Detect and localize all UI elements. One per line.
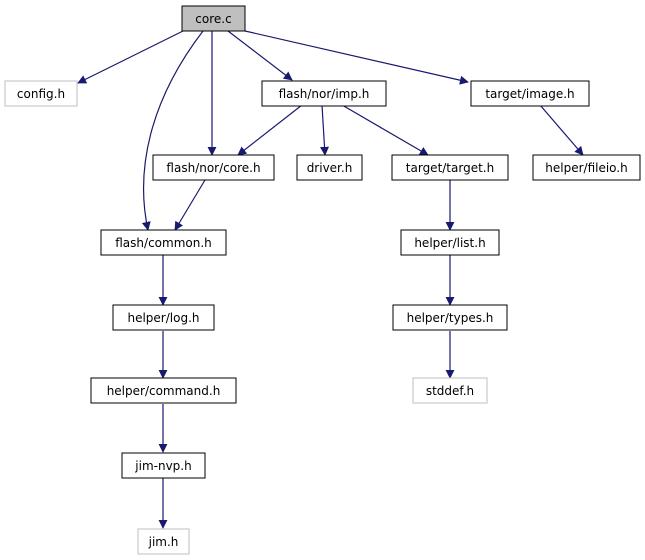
node-core-c[interactable]: core.c — [181, 5, 246, 32]
edge-imp-h-to-driver-h — [320, 104, 330, 156]
node-helper-types-h[interactable]: helper/types.h — [392, 304, 508, 331]
node-label: target/image.h — [485, 87, 574, 101]
node-config-h[interactable]: config.h — [4, 80, 78, 107]
node-label: helper/types.h — [407, 311, 494, 325]
edge-image-h-to-helper-fileio-h — [539, 104, 584, 156]
node-helper-list-h[interactable]: helper/list.h — [400, 229, 500, 256]
node-label: helper/fileio.h — [545, 161, 627, 175]
node-stddef-h[interactable]: stddef.h — [412, 377, 488, 404]
edge-flash-nor-core-h-to-flash-common-h — [174, 179, 206, 231]
node-flash-nor-core-h[interactable]: flash/nor/core.h — [152, 154, 275, 181]
edge-core-c-to-config-h — [77, 30, 184, 84]
node-label: flash/nor/core.h — [166, 161, 260, 175]
node-flash-common-h[interactable]: flash/common.h — [100, 229, 227, 256]
node-label: target/target.h — [406, 161, 494, 175]
node-driver-h[interactable]: driver.h — [296, 154, 363, 181]
node-label: jim.h — [148, 535, 179, 549]
node-label: helper/log.h — [127, 311, 199, 325]
edge-imp-h-to-target-target-h — [341, 104, 429, 156]
node-label: helper/command.h — [107, 384, 221, 398]
node-label: flash/common.h — [115, 236, 212, 250]
node-helper-command-h[interactable]: helper/command.h — [90, 377, 237, 404]
edge-core-c-to-target-image-h — [244, 30, 469, 85]
node-label: driver.h — [307, 161, 353, 175]
node-target-image-h[interactable]: target/image.h — [470, 80, 590, 107]
node-target-target-h[interactable]: target/target.h — [391, 154, 509, 181]
edges — [77, 30, 584, 529]
node-label: config.h — [17, 87, 65, 101]
node-helper-fileio-h[interactable]: helper/fileio.h — [532, 154, 641, 181]
node-label: stddef.h — [426, 384, 474, 398]
node-label: flash/nor/imp.h — [279, 87, 370, 101]
edge-core-c-to-flash-nor-imp-h — [227, 30, 293, 81]
node-flash-nor-imp-h[interactable]: flash/nor/imp.h — [261, 80, 387, 107]
edge-imp-h-to-flash-nor-core-h — [237, 104, 303, 156]
node-label: core.c — [195, 12, 231, 26]
edge-core-c-to-flash-common-h — [141, 30, 204, 231]
node-helper-log-h[interactable]: helper/log.h — [112, 304, 215, 331]
node-label: jim-nvp.h — [134, 459, 191, 473]
node-label: helper/list.h — [414, 236, 485, 250]
node-jim-nvp-h[interactable]: jim-nvp.h — [121, 452, 206, 479]
node-jim-h[interactable]: jim.h — [137, 528, 190, 555]
